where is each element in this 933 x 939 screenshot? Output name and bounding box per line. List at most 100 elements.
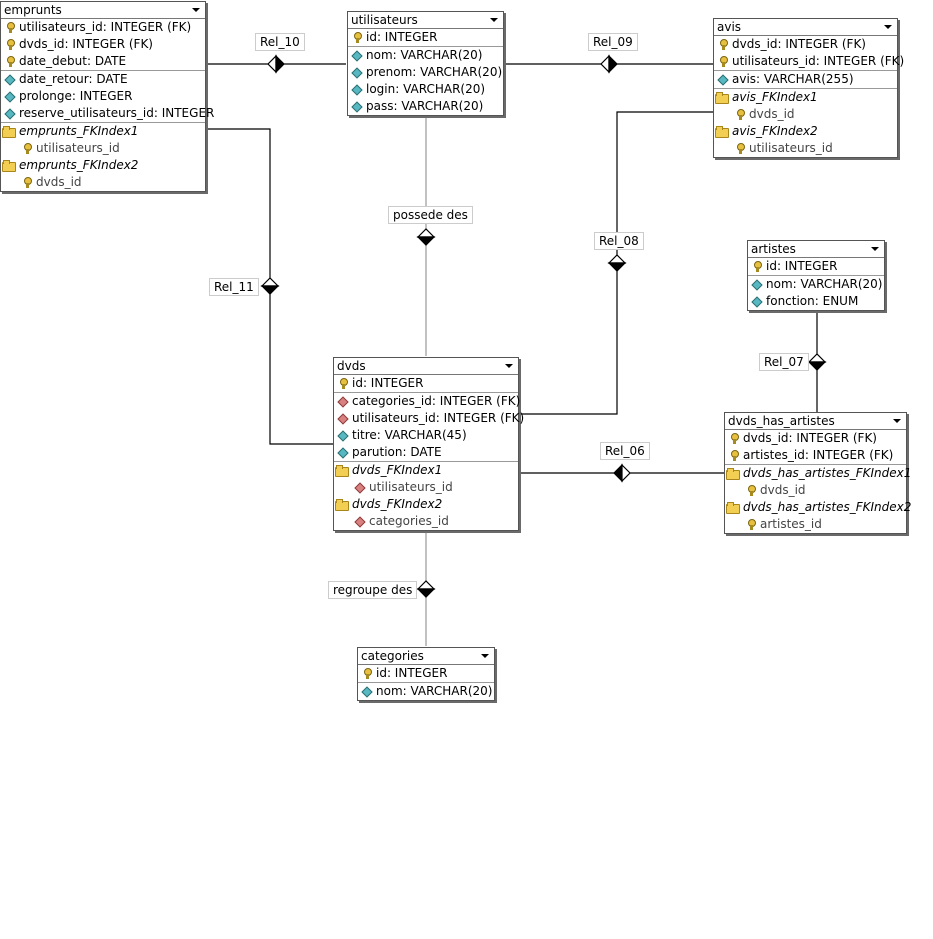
table-header[interactable]: avis — [714, 19, 897, 36]
column-row[interactable]: categories_id: INTEGER (FK) — [334, 393, 520, 410]
column-row[interactable]: utilisateurs_id: INTEGER (FK) — [714, 53, 904, 70]
index-column-row[interactable]: utilisateurs_id — [334, 479, 518, 496]
table-header[interactable]: emprunts — [1, 2, 205, 19]
column-row[interactable]: id: INTEGER — [334, 375, 518, 392]
primary-key-icon — [5, 56, 15, 67]
index-column-row[interactable]: artistes_id — [725, 516, 906, 533]
table-header[interactable]: utilisateurs — [348, 12, 503, 29]
attribute-icon — [338, 430, 348, 441]
index-row[interactable]: dvds_has_artistes_FKIndex2 — [725, 499, 911, 516]
chevron-down-icon[interactable] — [192, 8, 200, 12]
index-column-row[interactable]: dvds_id — [725, 482, 906, 499]
rel10-label: Rel_10 — [255, 33, 305, 51]
column-row[interactable]: id: INTEGER — [748, 258, 884, 275]
attribute-icon — [5, 108, 15, 119]
primary-key-icon — [746, 485, 756, 496]
index-row[interactable]: dvds_has_artistes_FKIndex1 — [725, 465, 911, 482]
rel06-diamond — [613, 463, 631, 483]
table-utilisateurs[interactable]: utilisateurs id: INTEGER nom: VARCHAR(20… — [347, 11, 504, 116]
index-folder-icon — [726, 468, 740, 480]
index-column-row[interactable]: dvds_id — [714, 106, 897, 123]
index-row[interactable]: avis_FKIndex2 — [714, 123, 897, 140]
table-header[interactable]: dvds — [334, 358, 518, 375]
index-folder-icon — [726, 502, 740, 514]
table-header[interactable]: artistes — [748, 241, 884, 258]
table-header[interactable]: dvds_has_artistes — [725, 413, 906, 430]
attribute-icon — [352, 67, 362, 78]
index-column-row[interactable]: utilisateurs_id — [714, 140, 897, 157]
column-row[interactable]: pass: VARCHAR(20) — [348, 98, 503, 115]
index-column-row[interactable]: dvds_id — [1, 174, 205, 191]
table-categories[interactable]: categories id: INTEGER nom: VARCHAR(20) — [357, 647, 495, 701]
chevron-down-icon[interactable] — [481, 654, 489, 658]
index-row[interactable]: emprunts_FKIndex1 — [1, 123, 205, 140]
table-title: utilisateurs — [351, 13, 418, 27]
column-row[interactable]: parution: DATE — [334, 444, 518, 461]
column-row[interactable]: avis: VARCHAR(255) — [714, 71, 897, 88]
table-artistes[interactable]: artistes id: INTEGER nom: VARCHAR(20) fo… — [747, 240, 885, 311]
index-column-row[interactable]: utilisateurs_id — [1, 140, 205, 157]
column-row[interactable]: titre: VARCHAR(45) — [334, 427, 518, 444]
column-row[interactable]: utilisateurs_id: INTEGER (FK) — [334, 410, 524, 427]
column-row[interactable]: nom: VARCHAR(20) — [348, 47, 503, 64]
foreign-key-icon — [355, 516, 365, 527]
column-row[interactable]: prolonge: INTEGER — [1, 88, 205, 105]
column-row[interactable]: id: INTEGER — [348, 29, 503, 46]
primary-key-icon — [735, 143, 745, 154]
column-row[interactable]: dvds_id: INTEGER (FK) — [725, 430, 906, 447]
primary-key-icon — [752, 261, 762, 272]
column-row[interactable]: reserve_utilisateurs_id: INTEGER — [1, 105, 214, 122]
possede-des-label: possede des — [388, 206, 473, 224]
table-dvds-has-artistes[interactable]: dvds_has_artistes dvds_id: INTEGER (FK) … — [724, 412, 911, 534]
chevron-down-icon[interactable] — [893, 419, 901, 423]
index-row[interactable]: emprunts_FKIndex2 — [1, 157, 205, 174]
table-emprunts[interactable]: emprunts utilisateurs_id: INTEGER (FK) d… — [0, 1, 214, 192]
column-row[interactable]: id: INTEGER — [358, 665, 494, 682]
primary-key-icon — [352, 32, 362, 43]
primary-key-icon — [735, 109, 745, 120]
foreign-key-icon — [338, 396, 348, 407]
table-header[interactable]: categories — [358, 648, 494, 665]
attribute-icon — [362, 686, 372, 697]
column-row[interactable]: date_retour: DATE — [1, 71, 205, 88]
attribute-icon — [718, 74, 728, 85]
column-row[interactable]: artistes_id: INTEGER (FK) — [725, 447, 906, 464]
attribute-icon — [338, 447, 348, 458]
attribute-icon — [752, 279, 762, 290]
table-dvds[interactable]: dvds id: INTEGER categories_id: INTEGER … — [333, 357, 524, 531]
column-row[interactable]: dvds_id: INTEGER (FK) — [1, 36, 205, 53]
column-row[interactable]: fonction: ENUM — [748, 293, 884, 310]
column-row[interactable]: prenom: VARCHAR(20) — [348, 64, 503, 81]
chevron-down-icon[interactable] — [505, 364, 513, 368]
column-row[interactable]: utilisateurs_id: INTEGER (FK) — [1, 19, 205, 36]
column-row[interactable]: date_debut: DATE — [1, 53, 205, 70]
index-folder-icon — [715, 126, 729, 138]
column-row[interactable]: dvds_id: INTEGER (FK) — [714, 36, 897, 53]
column-row[interactable]: login: VARCHAR(20) — [348, 81, 503, 98]
index-folder-icon — [2, 160, 16, 172]
table-title: emprunts — [4, 3, 62, 17]
table-title: dvds_has_artistes — [728, 414, 835, 428]
primary-key-icon — [338, 378, 348, 389]
table-avis[interactable]: avis dvds_id: INTEGER (FK) utilisateurs_… — [713, 18, 904, 158]
index-column-row[interactable]: categories_id — [334, 513, 518, 530]
chevron-down-icon[interactable] — [871, 247, 879, 251]
chevron-down-icon[interactable] — [490, 18, 498, 22]
column-row[interactable]: nom: VARCHAR(20) — [358, 683, 494, 700]
index-folder-icon — [2, 126, 16, 138]
rel10-diamond — [267, 54, 285, 74]
rel11-label: Rel_11 — [209, 278, 259, 296]
chevron-down-icon[interactable] — [884, 25, 892, 29]
foreign-key-icon — [338, 413, 348, 424]
index-row[interactable]: avis_FKIndex1 — [714, 89, 897, 106]
attribute-icon — [352, 101, 362, 112]
rel11-diamond — [260, 277, 280, 295]
attribute-icon — [352, 50, 362, 61]
foreign-key-icon — [355, 482, 365, 493]
attribute-icon — [352, 84, 362, 95]
table-title: dvds — [337, 359, 366, 373]
index-row[interactable]: dvds_FKIndex2 — [334, 496, 518, 513]
primary-key-icon — [718, 39, 728, 50]
index-row[interactable]: dvds_FKIndex1 — [334, 462, 518, 479]
column-row[interactable]: nom: VARCHAR(20) — [748, 276, 884, 293]
